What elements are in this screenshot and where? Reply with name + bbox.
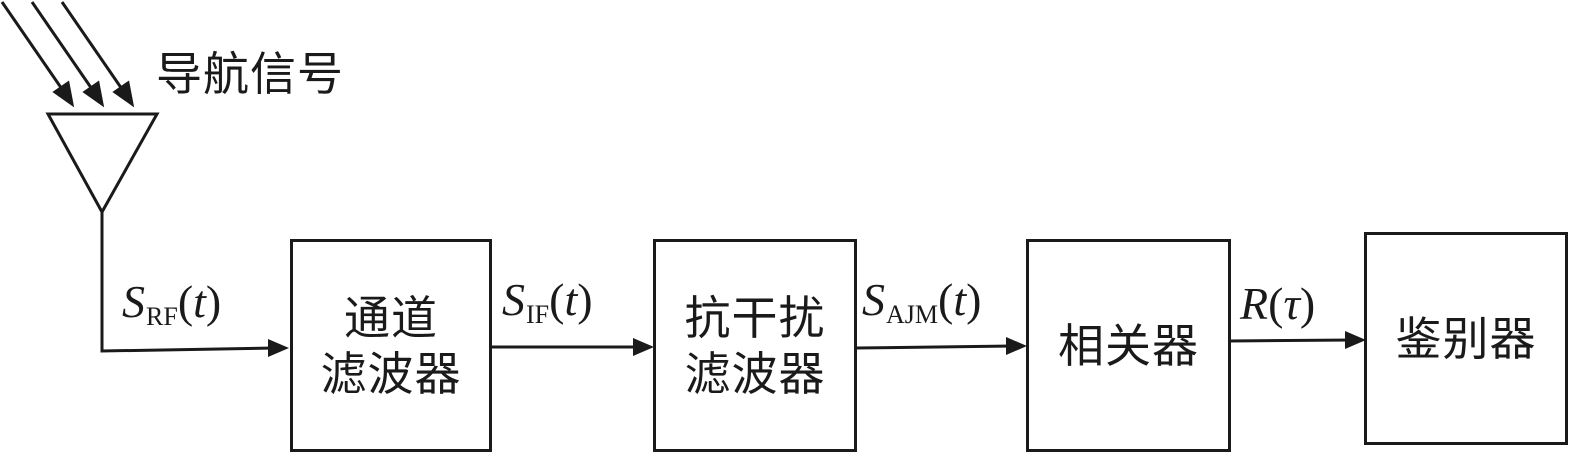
signal-ajm-symbol: S <box>862 274 885 325</box>
signal-rf-subscript: RF <box>146 302 178 331</box>
signal-corr-arg: τ <box>1283 278 1300 329</box>
signal-if-open-paren: ( <box>549 274 565 325</box>
signal-ray-2 <box>30 1 96 93</box>
signal-ray-3 <box>60 1 126 93</box>
signal-rf-symbol: S <box>122 276 145 327</box>
incoming-signal-arrows <box>0 1 135 108</box>
navigation-signal-label: 导航信号 <box>156 47 344 101</box>
signal-corr-open-paren: ( <box>1268 278 1284 329</box>
arrow-into-antijam-filter <box>633 338 654 356</box>
arrow-into-channel-filter <box>268 339 289 357</box>
antenna-feed-line <box>100 212 276 353</box>
correlator-block: 相关器 <box>1026 239 1231 452</box>
signal-ray-1-head <box>52 80 75 108</box>
signal-ray-2-head <box>82 80 105 108</box>
arrow-into-discriminator <box>1345 331 1366 349</box>
signal-rf-arg: t <box>193 276 206 327</box>
antijam-filter-line2: 滤波器 <box>684 346 826 401</box>
antenna-icon <box>45 112 160 216</box>
signal-if-close-paren: ) <box>577 274 593 325</box>
antijam-filter-line1: 抗干扰 <box>684 290 826 345</box>
signal-if-subscript: IF <box>526 300 550 329</box>
signal-rf-open-paren: ( <box>177 276 194 327</box>
signal-if-arg: t <box>564 274 578 325</box>
signal-ajm-subscript: AJM <box>886 300 939 329</box>
signal-label-rf: SRF(t) <box>122 276 221 335</box>
signal-ray-1 <box>0 1 66 93</box>
channel-filter-block: 通道 滤波器 <box>290 239 492 452</box>
signal-corr-close-paren: ) <box>1299 278 1316 329</box>
signal-ajm-close-paren: ) <box>966 274 982 325</box>
link-correlator-to-discriminator <box>1228 338 1353 343</box>
signal-label-ajm: SAJM(t) <box>862 274 981 333</box>
signal-label-if: SIF(t) <box>502 274 593 333</box>
signal-corr-symbol: R <box>1240 278 1269 329</box>
signal-ajm-open-paren: ( <box>938 274 954 325</box>
channel-filter-line1: 通道 <box>344 290 438 345</box>
signal-rf-close-paren: ) <box>205 276 222 327</box>
antijam-filter-block: 抗干扰 滤波器 <box>653 239 857 452</box>
arrow-into-correlator <box>1006 337 1027 355</box>
link-antijam-to-correlator <box>855 344 1014 350</box>
signal-ray-3-head <box>112 80 135 108</box>
signal-ajm-arg: t <box>953 274 967 325</box>
channel-filter-line2: 滤波器 <box>320 346 462 401</box>
discriminator-block: 鉴别器 <box>1364 232 1568 445</box>
correlator-label: 相关器 <box>1058 318 1199 373</box>
signal-if-symbol: S <box>502 274 525 325</box>
signal-label-correlation: R(τ) <box>1240 278 1315 330</box>
discriminator-label: 鉴别器 <box>1395 311 1537 366</box>
